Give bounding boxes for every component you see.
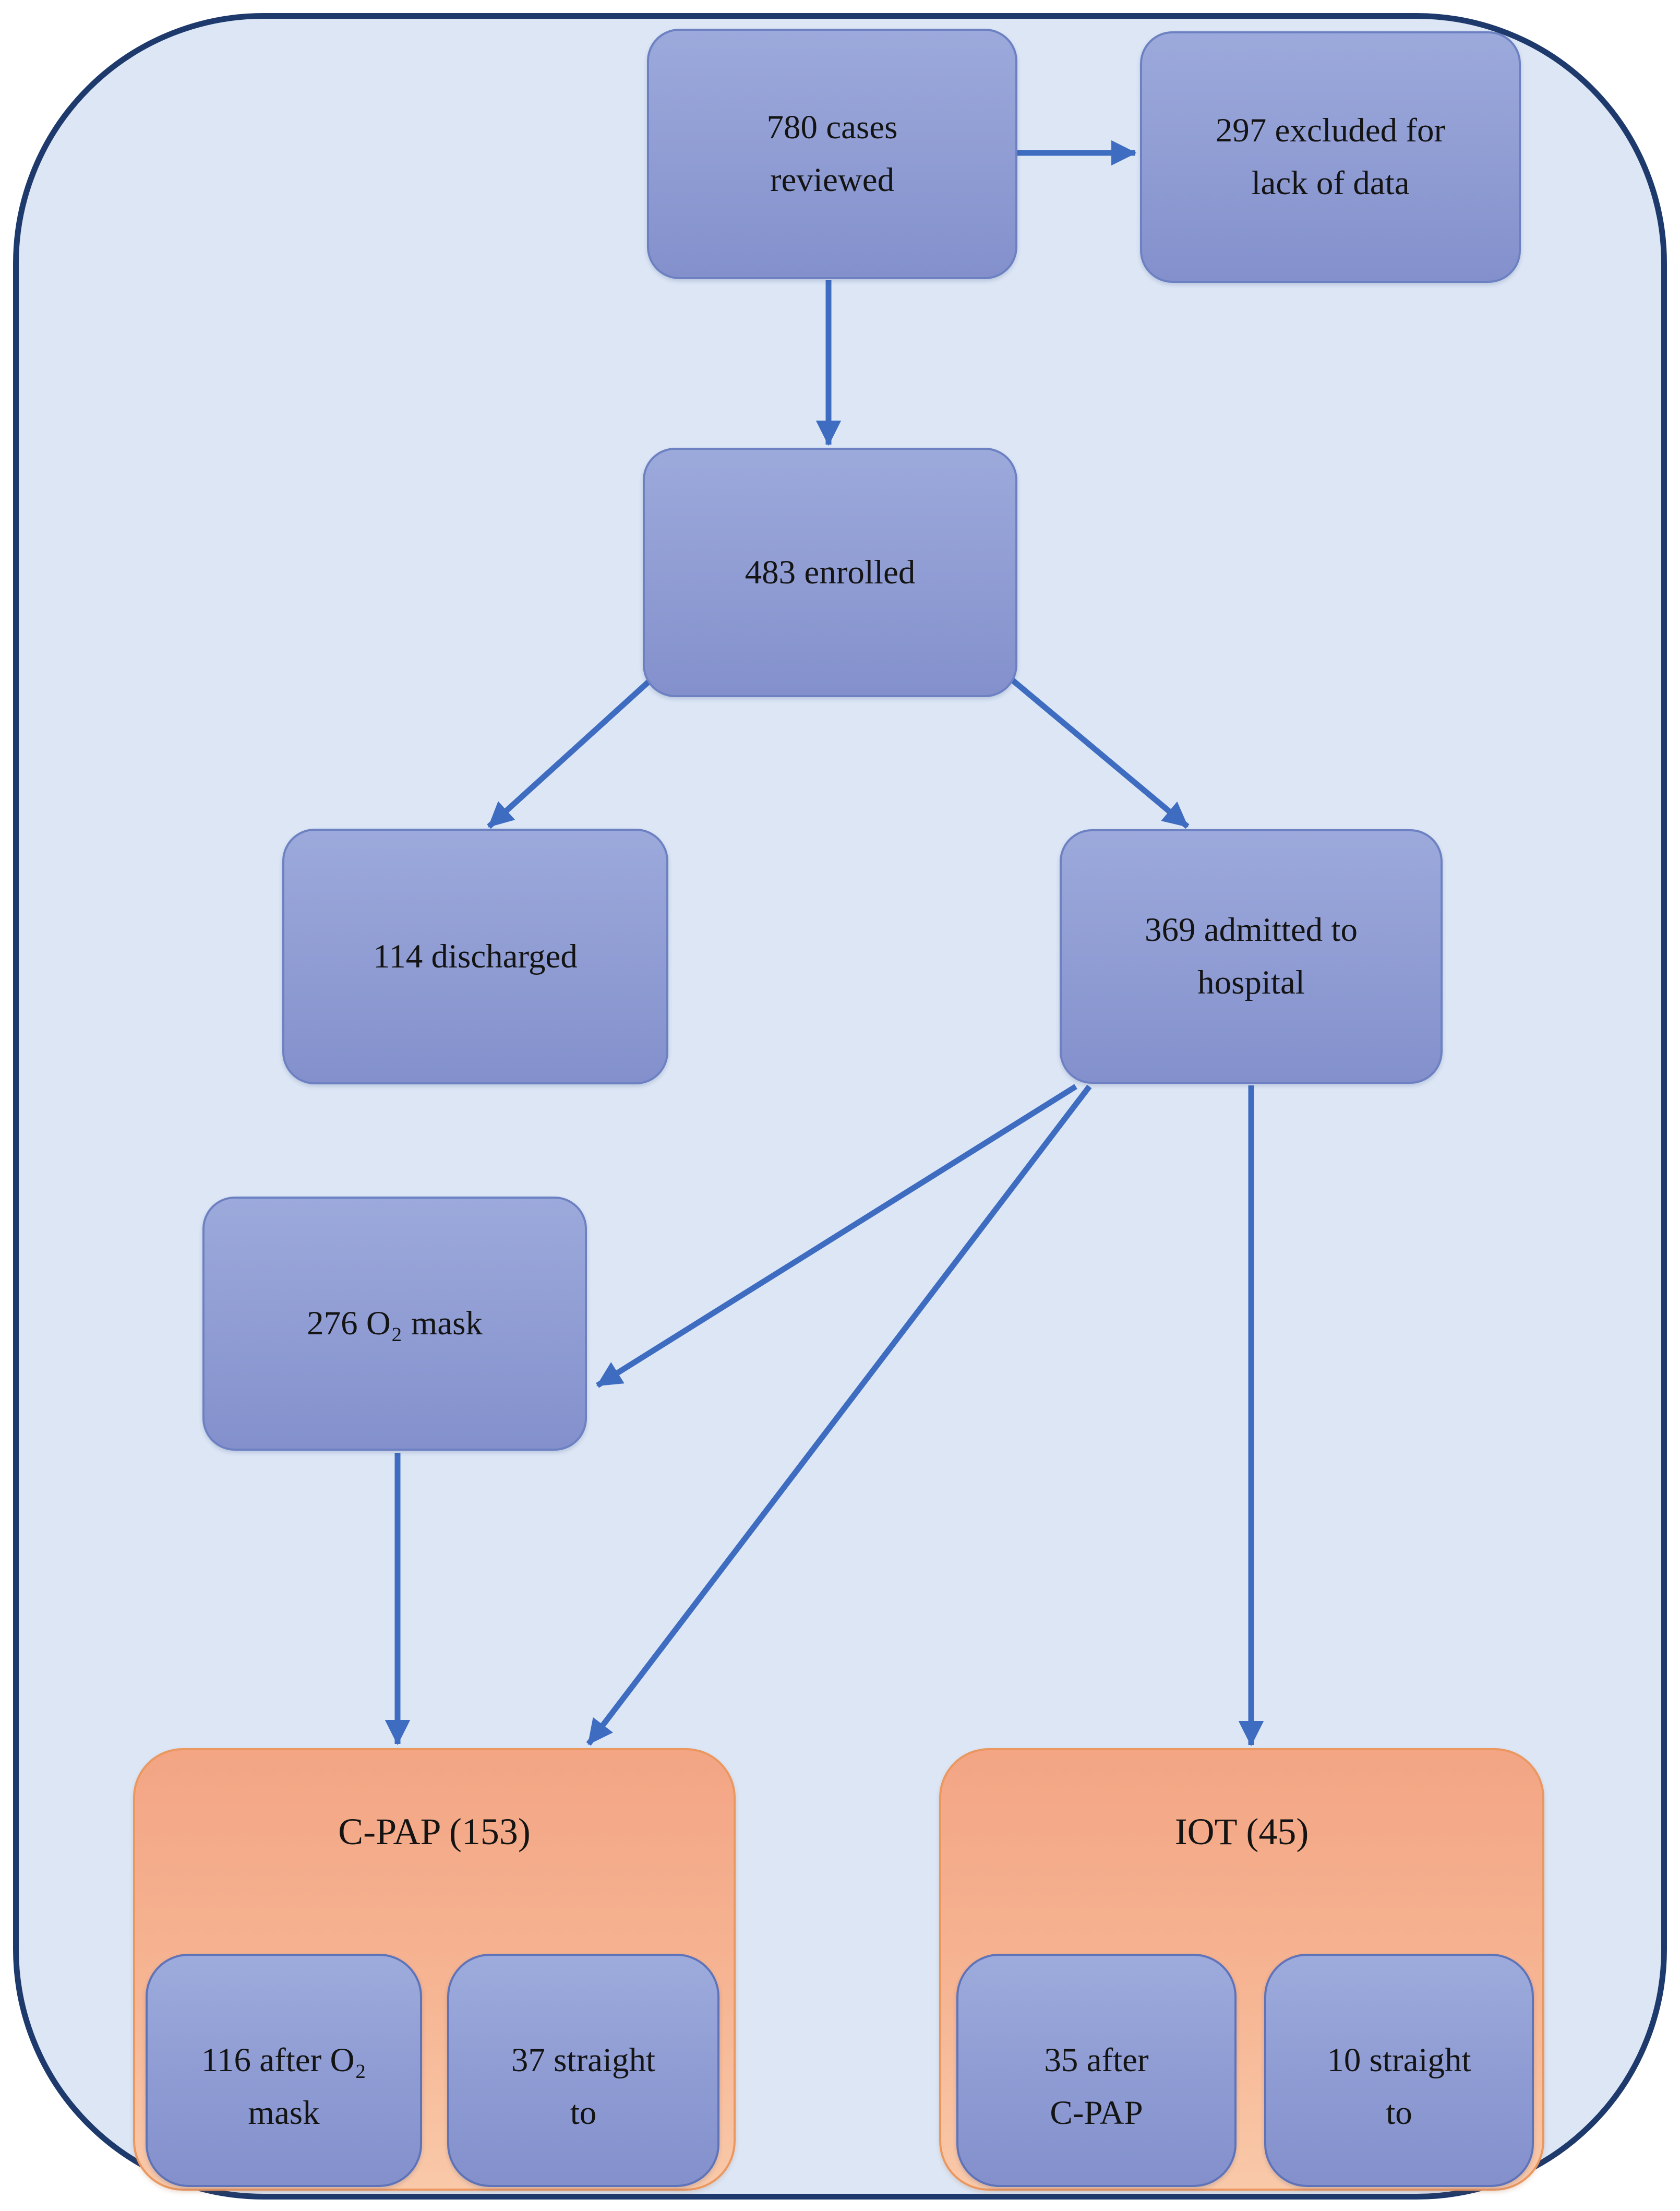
node-cases-reviewed: 780 cases reviewed — [647, 29, 1017, 279]
group-iot: IOT (45) 35 after C-PAP 10 straight to — [939, 1748, 1544, 2191]
node-o2-mask: 276 O₂ mask — [202, 1197, 587, 1451]
node-o2-mask-label: 276 O₂ mask — [307, 1305, 483, 1343]
node-cpap-after-o2-mask-label: 116 after O₂ mask — [201, 2041, 367, 2132]
node-enrolled-label: 483 enrolled — [745, 553, 916, 591]
node-cpap-straight-to-label: 37 straight to — [511, 2041, 656, 2132]
node-iot-straight-to: 10 straight to — [1264, 1954, 1534, 2187]
group-iot-title: IOT (45) — [1174, 1811, 1309, 1853]
node-admitted-label: 369 admitted to hospital — [1145, 911, 1358, 1001]
node-discharged-label: 114 discharged — [373, 937, 578, 975]
node-iot-after-cpap: 35 after C-PAP — [956, 1954, 1237, 2187]
node-iot-straight-to-label: 10 straight to — [1327, 2041, 1471, 2132]
node-iot-after-cpap-label: 35 after C-PAP — [1044, 2041, 1149, 2132]
node-enrolled: 483 enrolled — [643, 448, 1017, 697]
node-cpap-after-o2-mask: 116 after O₂ mask — [146, 1954, 422, 2187]
node-admitted: 369 admitted to hospital — [1060, 829, 1443, 1084]
node-cases-reviewed-label: 780 cases reviewed — [766, 109, 898, 199]
node-excluded-label: 297 excluded for lack of data — [1215, 112, 1446, 202]
node-discharged: 114 discharged — [282, 829, 668, 1084]
group-cpap: C-PAP (153) 116 after O₂ mask 37 straigh… — [133, 1748, 736, 2191]
node-cpap-straight-to: 37 straight to — [447, 1954, 719, 2187]
node-excluded: 297 excluded for lack of data — [1140, 31, 1521, 283]
group-cpap-title: C-PAP (153) — [338, 1811, 531, 1853]
